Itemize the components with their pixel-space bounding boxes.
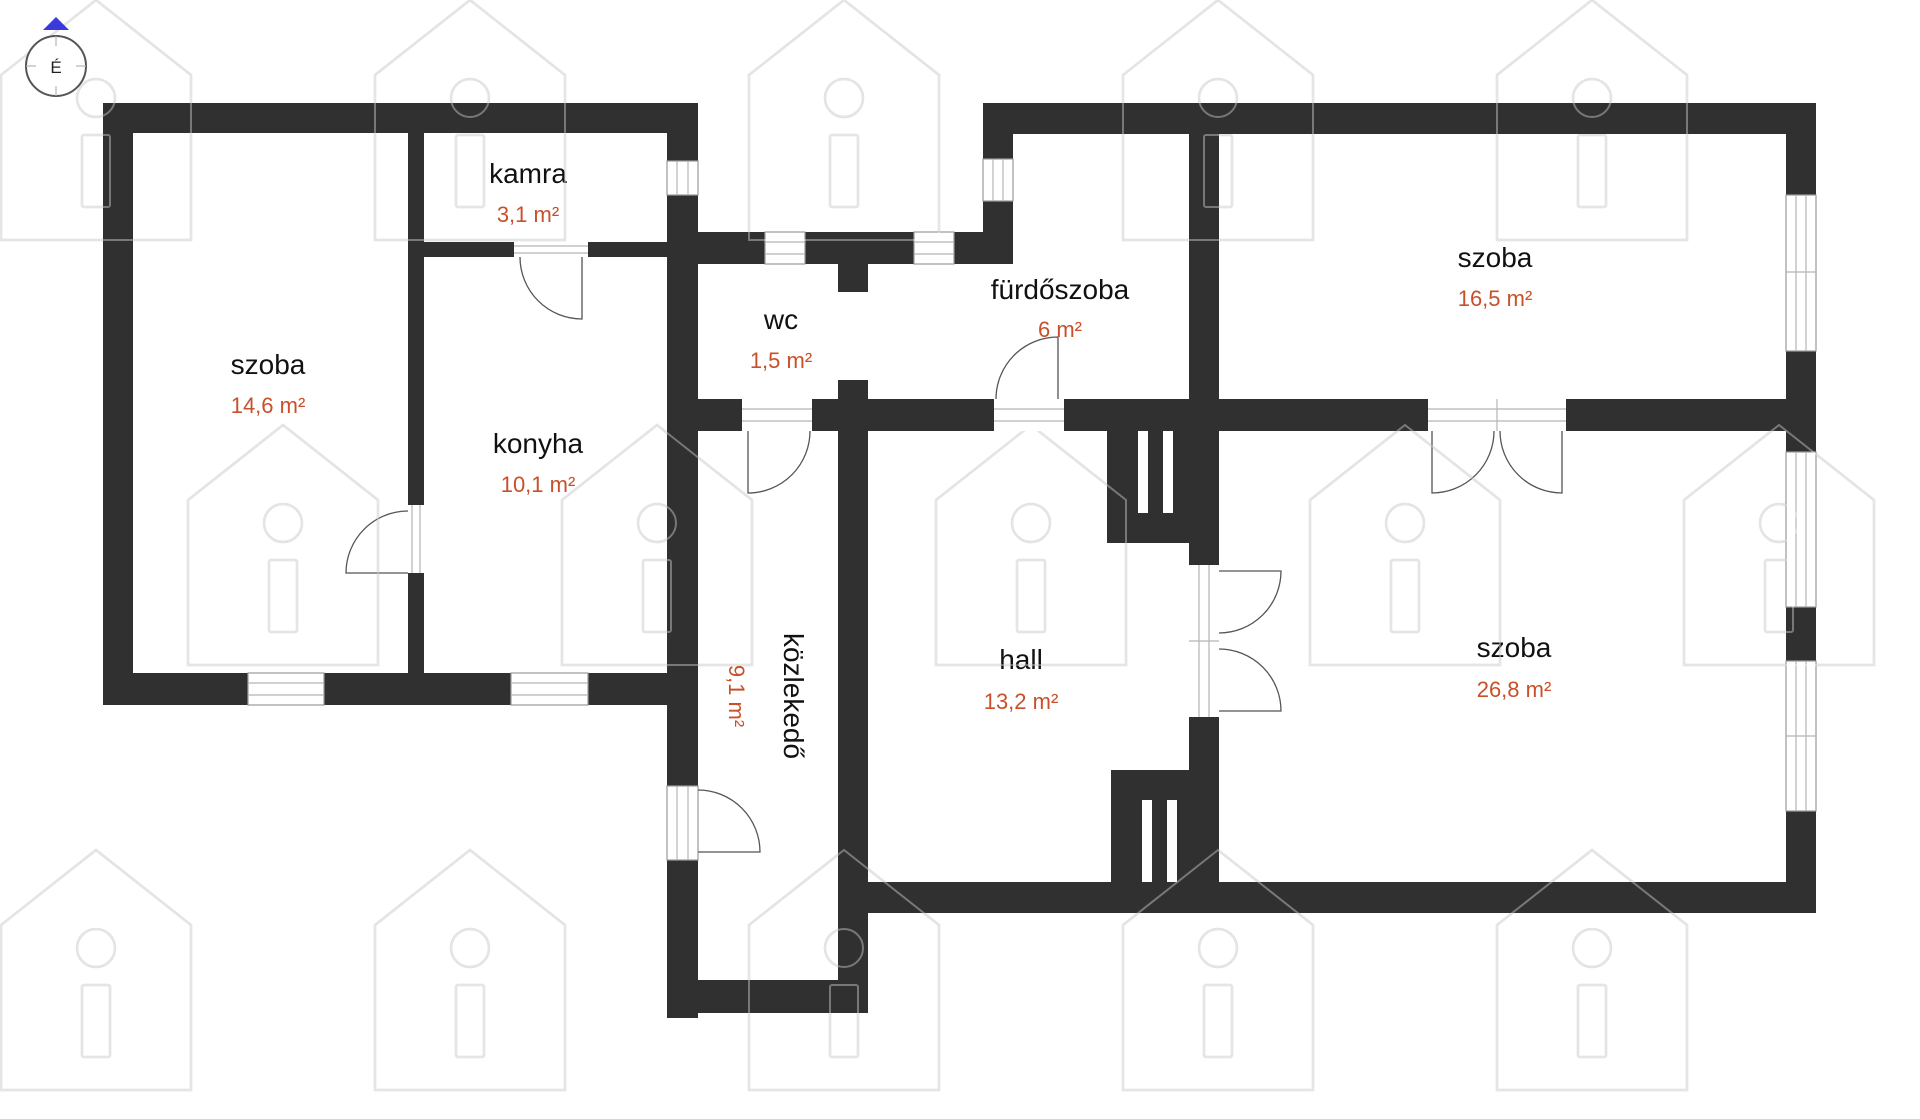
watermark-house-icon <box>560 423 754 667</box>
room-area-szoba-west: 14,6 m² <box>231 393 306 418</box>
room-name-furdoszoba: fürdőszoba <box>991 274 1130 305</box>
room-name-kozlekedo: közlekedő <box>778 633 809 759</box>
windows <box>247 158 1817 861</box>
watermark-house-icon <box>374 0 566 241</box>
room-area-wc: 1,5 m² <box>750 348 812 373</box>
watermark-house-icon <box>1122 0 1314 241</box>
room-name-szoba-west: szoba <box>231 349 306 380</box>
room-area-szoba-northeast: 16,5 m² <box>1458 286 1533 311</box>
watermark-house-icon <box>1309 423 1501 666</box>
watermark-house-icon <box>1682 423 1876 667</box>
watermark-overlay <box>0 0 1875 1091</box>
room-area-konyha: 10,1 m² <box>501 472 576 497</box>
watermark-house-icon <box>186 423 380 667</box>
watermark-house-icon <box>934 423 1128 667</box>
room-area-kozlekedo: 9,1 m² <box>724 665 749 727</box>
room-name-szoba-northeast: szoba <box>1458 242 1533 273</box>
watermark-house-icon <box>1496 0 1688 241</box>
room-name-kamra: kamra <box>489 158 567 189</box>
watermark-house-icon <box>187 423 379 666</box>
compass: É <box>25 17 87 97</box>
watermark-house-icon <box>0 0 192 241</box>
watermark-logos <box>0 0 1876 1092</box>
window-lines <box>248 159 1816 860</box>
watermark-house-icon <box>373 848 567 1092</box>
watermark-house-icon <box>0 848 193 1092</box>
room-area-hall: 13,2 m² <box>984 689 1059 714</box>
watermark-house-icon <box>0 0 193 242</box>
north-arrow-icon <box>43 17 69 30</box>
watermark-house-icon <box>0 848 192 1091</box>
doors <box>345 242 1566 853</box>
watermark-house-icon <box>935 423 1127 666</box>
room-labels: kamra 3,1 m² szoba 14,6 m² konyha 10,1 m… <box>231 158 1552 759</box>
watermark-house-icon <box>747 0 941 242</box>
room-area-kamra: 3,1 m² <box>497 202 559 227</box>
room-name-hall: hall <box>999 644 1043 675</box>
watermark-house-icon <box>561 423 753 666</box>
room-name-konyha: konyha <box>493 428 584 459</box>
compass-north-label: É <box>50 58 61 77</box>
chimney-flues <box>1138 431 1177 882</box>
watermark-house-icon <box>374 848 566 1091</box>
room-name-wc: wc <box>763 304 798 335</box>
watermark-house-icon <box>1683 423 1875 666</box>
room-area-furdoszoba: 6 m² <box>1038 317 1082 342</box>
watermark-house-icon <box>748 0 940 241</box>
watermark-house-icon <box>748 848 940 1091</box>
room-area-szoba-southeast: 26,8 m² <box>1477 677 1552 702</box>
watermark-house-icon <box>1122 848 1314 1091</box>
room-name-szoba-southeast: szoba <box>1477 632 1552 663</box>
watermark-house-icon <box>1308 423 1502 667</box>
watermark-house-icon <box>1496 848 1688 1091</box>
